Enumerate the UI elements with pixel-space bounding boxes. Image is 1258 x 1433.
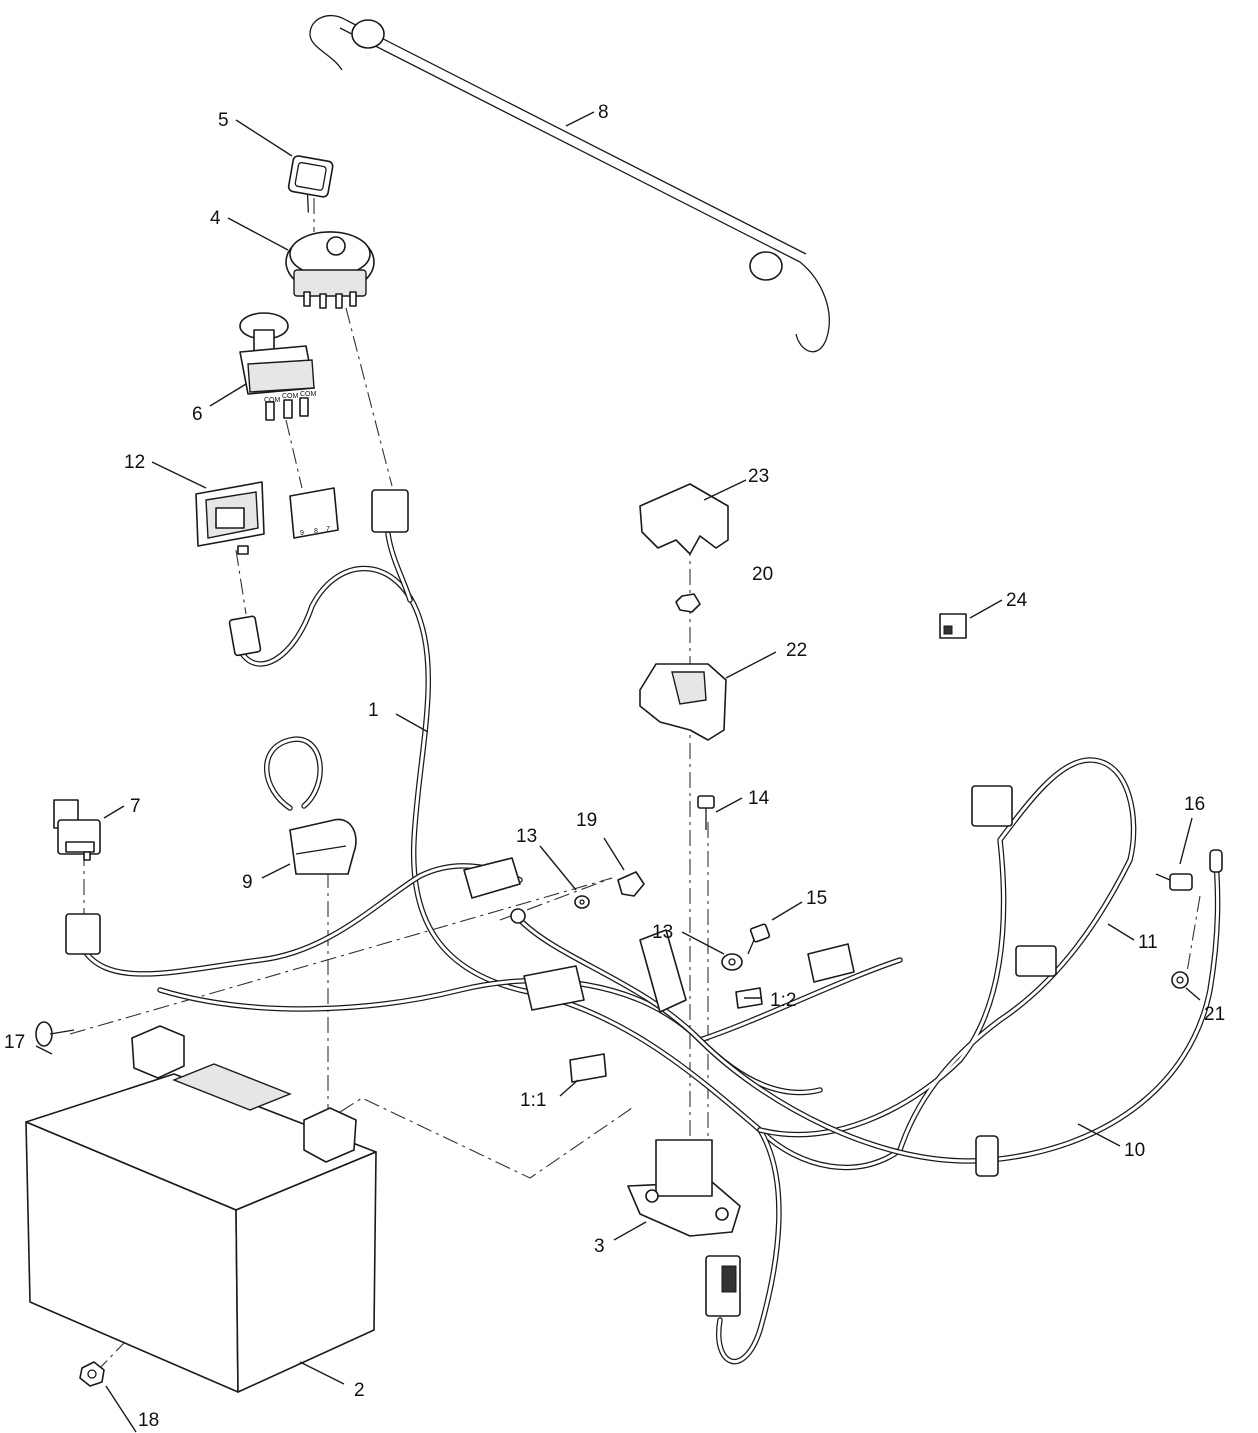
screw (747, 923, 771, 955)
hex-nut (79, 1361, 105, 1387)
bolt-right (1155, 873, 1193, 891)
rocker-switch (195, 481, 265, 555)
callout-1-2: 1:2 (770, 990, 796, 1011)
callout-10: 10 (1124, 1140, 1145, 1161)
ignition-key (287, 155, 334, 213)
solenoid-clamp (263, 736, 357, 875)
pin-9: 9 (300, 530, 304, 537)
ignition-switch (285, 231, 375, 309)
terminal-boot (639, 663, 727, 741)
callout-4: 4 (210, 208, 221, 229)
starter-solenoid (627, 1139, 741, 1237)
callout-5: 5 (218, 110, 229, 131)
callout-12: 12 (124, 452, 145, 473)
leader-lines (35, 111, 1201, 1433)
callout-20: 20 (752, 564, 773, 585)
callout-22: 22 (786, 640, 807, 661)
callout-7: 7 (130, 796, 141, 817)
assembly-lines (69, 198, 1201, 1373)
callout-17: 17 (4, 1032, 25, 1053)
harness-connectors: 9 8 7 (65, 487, 1057, 1083)
ground-cable (510, 849, 1223, 1177)
callout-9: 9 (242, 872, 253, 893)
callouts: 1 2 3 4 5 6 7 8 9 10 11 12 13 13 14 15 1… (4, 102, 1225, 1431)
seat-switch (53, 799, 101, 861)
bolt (697, 795, 715, 830)
callout-23: 23 (748, 466, 769, 487)
right-harness (757, 757, 1137, 1153)
pto-switch: COM COM COM (239, 312, 317, 421)
callout-21: 21 (1204, 1004, 1225, 1025)
callout-3: 3 (594, 1236, 605, 1257)
callout-2: 2 (354, 1380, 365, 1401)
callout-6: 6 (192, 404, 203, 425)
callout-16: 16 (1184, 794, 1205, 815)
pin-8: 8 (314, 528, 318, 535)
callout-18: 18 (138, 1410, 159, 1431)
callout-24: 24 (1006, 590, 1028, 611)
nut-right (1171, 971, 1189, 989)
fuse-block (939, 613, 967, 639)
callout-14: 14 (748, 788, 770, 809)
com-label-2: COM (282, 393, 299, 400)
callout-11: 11 (1138, 932, 1158, 953)
interlock-switch (705, 1255, 741, 1317)
nut (675, 593, 701, 613)
carriage-bolt (35, 1021, 75, 1047)
washer-lower (721, 953, 743, 971)
washer-upper (574, 895, 590, 909)
callout-1-1: 1:1 (520, 1090, 546, 1111)
battery (25, 1025, 377, 1393)
callout-8: 8 (598, 102, 609, 123)
callout-15: 15 (806, 888, 827, 909)
support-rod (309, 15, 830, 353)
callout-1: 1 (368, 700, 379, 721)
wing-nut (617, 871, 645, 897)
com-label-1: COM (264, 397, 281, 404)
pin-7: 7 (326, 526, 330, 533)
terminal-cover (639, 483, 729, 555)
callout-13b: 13 (652, 922, 673, 943)
callout-19: 19 (576, 810, 597, 831)
com-label-3: COM (300, 391, 317, 398)
callout-13a: 13 (516, 826, 537, 847)
